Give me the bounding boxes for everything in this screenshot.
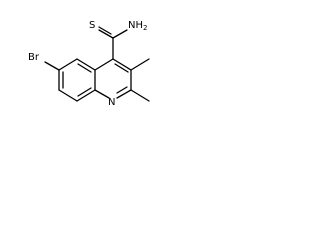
- bond-c5-c6: [58, 58, 78, 71]
- bond-c2-n1-inner: [116, 86, 128, 94]
- bond-c2-methyl: [130, 89, 150, 102]
- bond-c4-c3: [112, 58, 132, 71]
- bond-c4a-c5: [76, 58, 96, 71]
- amine-label-main: NH: [128, 20, 143, 31]
- amine-atom-label: NH2: [128, 20, 147, 32]
- bond-c2-n1: [116, 89, 132, 99]
- amine-label-subscript: 2: [143, 24, 147, 32]
- bond-c3-methyl: [130, 58, 150, 71]
- bond-c8-c8a: [76, 89, 96, 102]
- bond-c4-c4a: [94, 58, 114, 71]
- bromine-atom-label: Br: [28, 52, 40, 63]
- molecule-structure-diagram: S NH2 Br N: [28, 20, 150, 108]
- ring-nitrogen-atom-label: N: [108, 97, 115, 108]
- sulfur-atom-label: S: [89, 20, 95, 31]
- bond-c4-c3-inner: [114, 63, 129, 73]
- bond-c7-c8: [58, 89, 78, 102]
- bond-thioamide-c-n: [112, 29, 128, 39]
- bond-c8-c8a-inner: [77, 87, 92, 97]
- bond-c6-br: [44, 61, 60, 71]
- bond-thioamide-c-s: [98, 29, 114, 39]
- bond-c4a-c5-inner: [77, 63, 92, 73]
- bond-n1-c8a: [94, 89, 110, 99]
- bond-thioamide-c-s-inner: [98, 26, 112, 35]
